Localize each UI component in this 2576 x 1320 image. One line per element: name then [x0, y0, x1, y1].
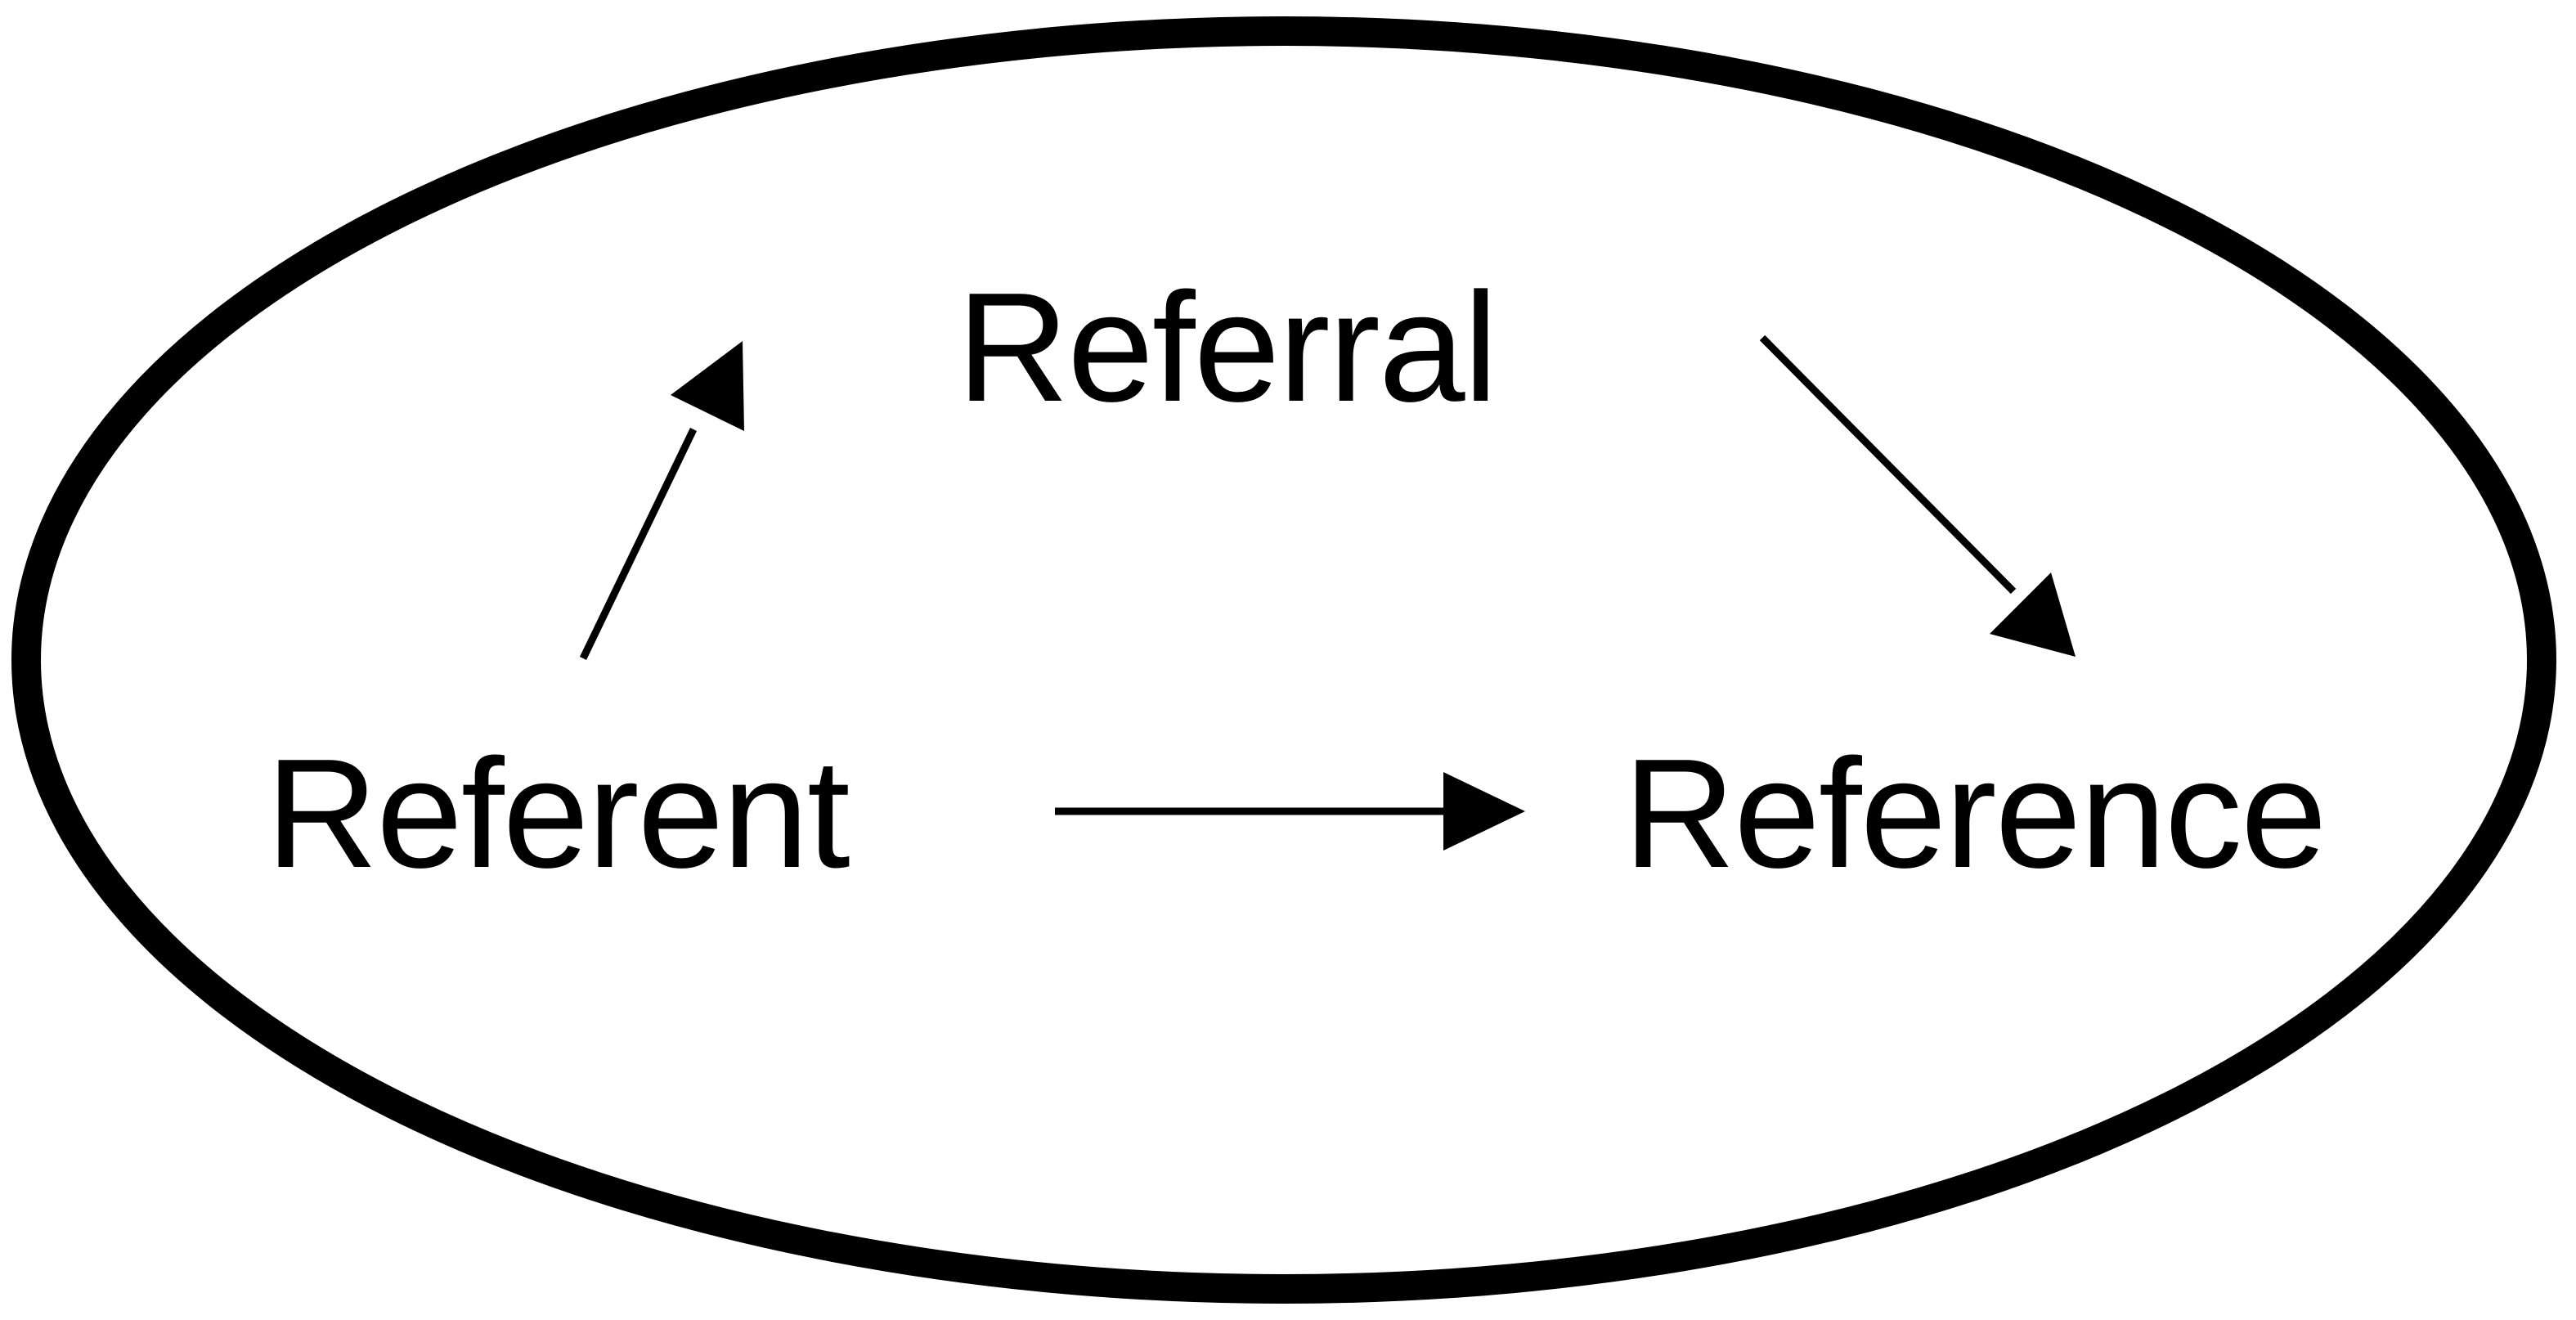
- node-reference: Reference: [1623, 727, 2326, 900]
- arrow-referent-to-referral: [579, 341, 744, 660]
- enclosing-ellipse: [11, 16, 2556, 1304]
- arrow-referent-to-reference: [1055, 772, 1525, 851]
- node-referral: Referral: [957, 261, 1497, 434]
- arrow-referral-to-reference: [1759, 334, 2076, 657]
- node-referent: Referent: [266, 727, 850, 900]
